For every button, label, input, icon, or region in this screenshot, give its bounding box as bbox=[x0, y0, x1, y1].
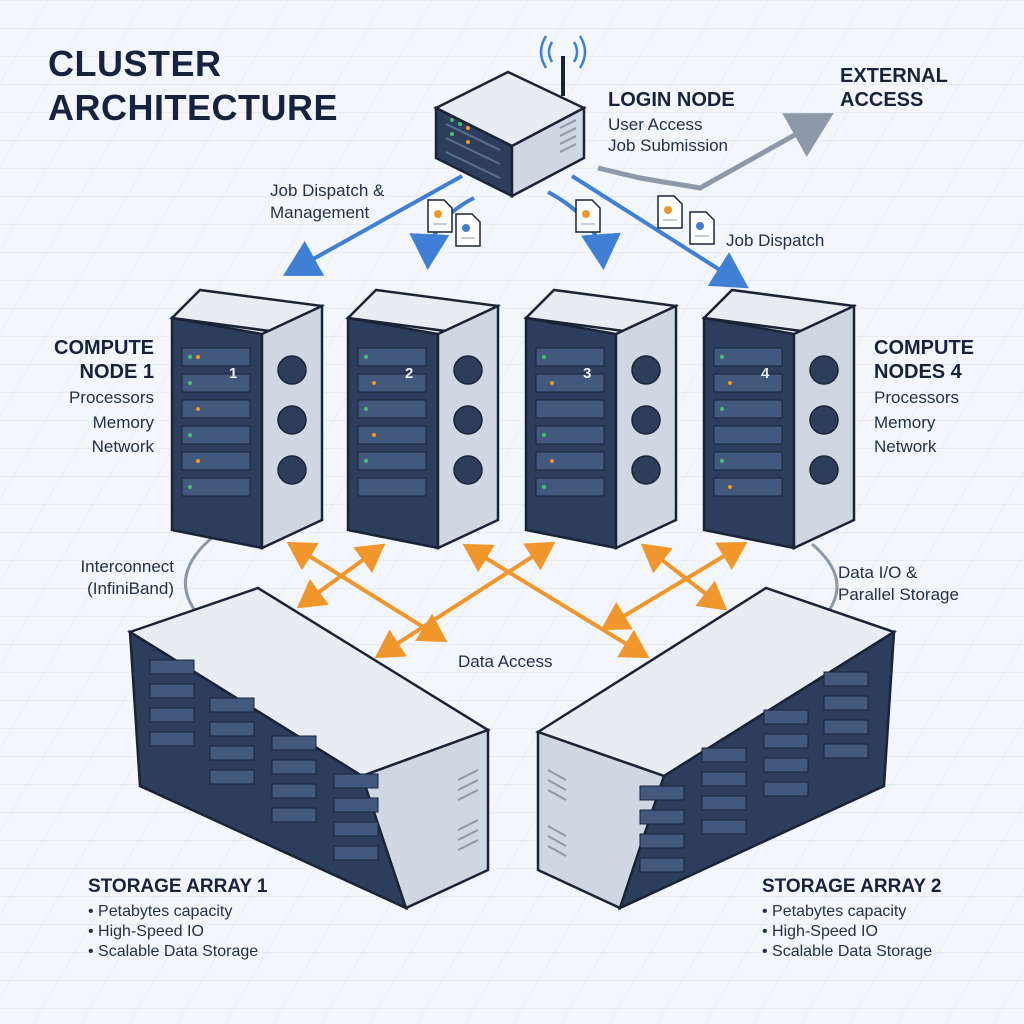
job-file-icon bbox=[657, 195, 683, 229]
data-io-label: Data I/O & Parallel Storage bbox=[838, 562, 959, 606]
data-io-line-1: Data I/O & bbox=[838, 563, 918, 582]
server-number-4: 4 bbox=[761, 365, 770, 382]
login-node-detail-1: User Access bbox=[608, 115, 703, 134]
compute-node-1-detail: Processors bbox=[68, 388, 154, 407]
compute-node-4-heading-line-2: NODES 4 bbox=[874, 361, 962, 383]
compute-node-1 bbox=[169, 288, 325, 550]
compute-node-1-heading: COMPUTE NODE 1 bbox=[20, 336, 154, 384]
dispatch-arrow-node-1 bbox=[283, 174, 463, 276]
compute-node-4 bbox=[701, 288, 857, 550]
server-number-1: 1 bbox=[229, 365, 237, 382]
storage-array-1-bullet: High-Speed IO bbox=[88, 922, 258, 942]
fan-icon bbox=[453, 355, 483, 485]
compute-node-1-heading-line-2: NODE 1 bbox=[79, 361, 154, 383]
wifi-icon bbox=[539, 35, 587, 69]
compute-node-1-details: Processors Memory Network bbox=[20, 386, 154, 460]
interconnect-line-2: (InfiniBand) bbox=[87, 579, 174, 598]
login-node-detail-2: Job Submission bbox=[608, 136, 729, 155]
data-arrow bbox=[462, 543, 650, 659]
interconnect-label: Interconnect (InfiniBand) bbox=[40, 556, 174, 600]
dispatch-management-line-1: Job Dispatch & bbox=[270, 181, 385, 200]
storage-array-1 bbox=[127, 586, 491, 911]
data-access-label: Data Access bbox=[458, 652, 553, 671]
compute-node-4-detail: Memory bbox=[874, 412, 936, 432]
job-file-icon bbox=[427, 199, 453, 233]
compute-node-4-heading-line-1: COMPUTE bbox=[874, 337, 974, 359]
fan-icon bbox=[631, 355, 661, 485]
interconnect-link bbox=[183, 534, 215, 613]
compute-node-3 bbox=[523, 288, 679, 550]
compute-node-4-details: Processors Memory Network bbox=[874, 386, 959, 460]
compute-node-1-heading-line-1: COMPUTE bbox=[54, 337, 154, 359]
storage-array-2-bullet: High-Speed IO bbox=[762, 922, 932, 942]
storage-array-2-bullet: Scalable Data Storage bbox=[762, 942, 932, 962]
storage-array-1-heading: STORAGE ARRAY 1 bbox=[88, 876, 268, 897]
job-file-icon bbox=[575, 199, 601, 233]
dispatch-management-label: Job Dispatch & Management bbox=[270, 180, 384, 224]
dispatch-arrow-node-4 bbox=[570, 174, 749, 289]
compute-node-2 bbox=[345, 288, 501, 550]
job-file-icon bbox=[689, 211, 715, 245]
fan-icon bbox=[809, 355, 839, 485]
job-dispatch-label: Job Dispatch bbox=[726, 231, 825, 250]
compute-node-4-heading: COMPUTE NODES 4 bbox=[874, 336, 974, 384]
external-access-heading: EXTERNAL ACCESS bbox=[840, 64, 948, 112]
login-node-server bbox=[433, 35, 587, 199]
server-number-2: 2 bbox=[405, 365, 413, 382]
compute-node-1-detail: Network bbox=[91, 437, 154, 456]
dispatch-management-line-2: Management bbox=[270, 203, 370, 222]
storage-array-1-bullet: Scalable Data Storage bbox=[88, 942, 258, 962]
fan-icon bbox=[277, 355, 307, 485]
data-arrow bbox=[600, 541, 748, 631]
compute-node-4-detail: Processors bbox=[874, 388, 960, 407]
external-access-line-2: ACCESS bbox=[840, 89, 924, 111]
compute-node-4-detail: Network bbox=[874, 437, 937, 456]
page-title: CLUSTER ARCHITECTURE bbox=[48, 42, 338, 130]
title-line-1: CLUSTER bbox=[48, 43, 222, 84]
login-node-heading: LOGIN NODE bbox=[608, 89, 735, 111]
storage-array-1-bullets: Petabytes capacity High-Speed IO Scalabl… bbox=[88, 902, 258, 962]
interconnect-line-1: Interconnect bbox=[80, 557, 174, 576]
storage-array-2-bullet: Petabytes capacity bbox=[762, 902, 932, 922]
storage-array-1-bullet: Petabytes capacity bbox=[88, 902, 258, 922]
data-io-link bbox=[811, 542, 839, 613]
compute-node-1-detail: Memory bbox=[92, 412, 154, 432]
storage-array-2-bullets: Petabytes capacity High-Speed IO Scalabl… bbox=[762, 902, 932, 962]
data-access-arrows bbox=[286, 541, 748, 659]
storage-array-2-heading: STORAGE ARRAY 2 bbox=[762, 876, 942, 897]
job-document-icons bbox=[427, 195, 715, 247]
data-arrow bbox=[296, 543, 386, 609]
external-access-arrow bbox=[597, 113, 834, 191]
job-file-icon bbox=[455, 213, 481, 247]
data-io-line-2: Parallel Storage bbox=[838, 585, 959, 604]
external-access-line-1: EXTERNAL bbox=[840, 65, 948, 87]
title-line-2: ARCHITECTURE bbox=[48, 87, 338, 128]
server-number-3: 3 bbox=[583, 365, 591, 382]
storage-array-2 bbox=[535, 586, 897, 911]
